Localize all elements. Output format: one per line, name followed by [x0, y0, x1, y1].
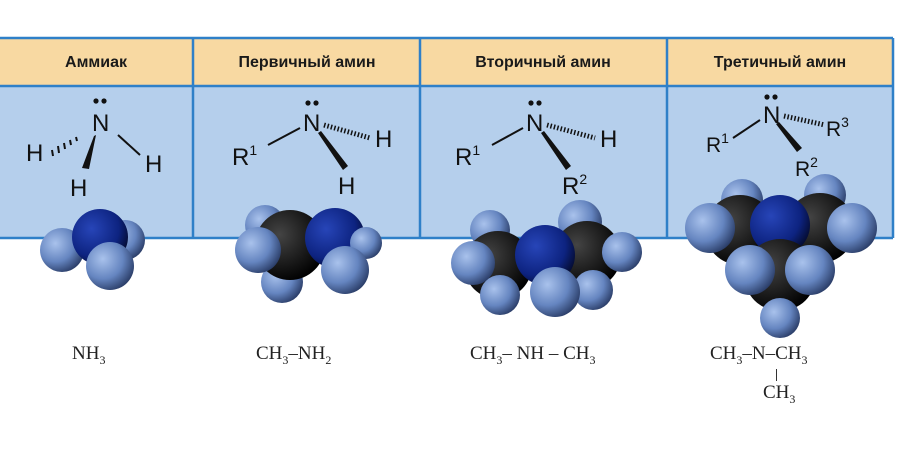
table: Аммиак Первичный амин Вторичный амин Тре…: [0, 36, 895, 240]
formula-dimethylamine: CH3– NH – CH3: [470, 343, 596, 367]
atom-n: N: [92, 110, 109, 137]
formula-trimethylamine-branch: CH3: [763, 382, 796, 406]
header-row: [0, 38, 893, 86]
header-tertiary-amine: Третичный амин: [714, 54, 846, 71]
atom-r2: R2: [795, 154, 818, 181]
atom-n: N: [763, 102, 780, 129]
atom-r1: R1: [455, 142, 480, 171]
atom-r1: R1: [706, 130, 729, 157]
atom-r3: R3: [826, 114, 849, 141]
tertiary-amine-structure: N R1 R3 R2: [706, 94, 849, 181]
atom-h: H: [375, 126, 392, 153]
formula-bond-line: [776, 369, 777, 381]
secondary-amine-structure: N R1 H R2: [455, 100, 617, 200]
ammonia-structure: N H H H: [26, 98, 162, 202]
atom-r1: R1: [232, 142, 257, 171]
atom-h: H: [338, 173, 355, 200]
dimethylamine-model: [451, 200, 642, 317]
atom-n: N: [303, 110, 320, 137]
atom-r2: R2: [562, 171, 587, 200]
atom-h: H: [70, 175, 87, 202]
atom-h: H: [145, 151, 162, 178]
trimethylamine-model: [685, 174, 877, 338]
header-secondary-amine: Вторичный амин: [475, 54, 610, 71]
formula-methylamine: CH3–NH2: [256, 343, 332, 367]
methylamine-model: [235, 205, 382, 303]
formula-trimethylamine: CH3–N–CH3: [710, 343, 808, 367]
atom-h: H: [600, 126, 617, 153]
atom-h: H: [26, 140, 43, 167]
formula-ammonia: NH3: [72, 343, 106, 367]
header-ammonia: Аммиак: [65, 54, 128, 71]
atom-n: N: [526, 110, 543, 137]
header-primary-amine: Первичный амин: [239, 54, 376, 71]
ammonia-model: [40, 209, 145, 290]
primary-amine-structure: N R1 H H: [232, 100, 392, 200]
